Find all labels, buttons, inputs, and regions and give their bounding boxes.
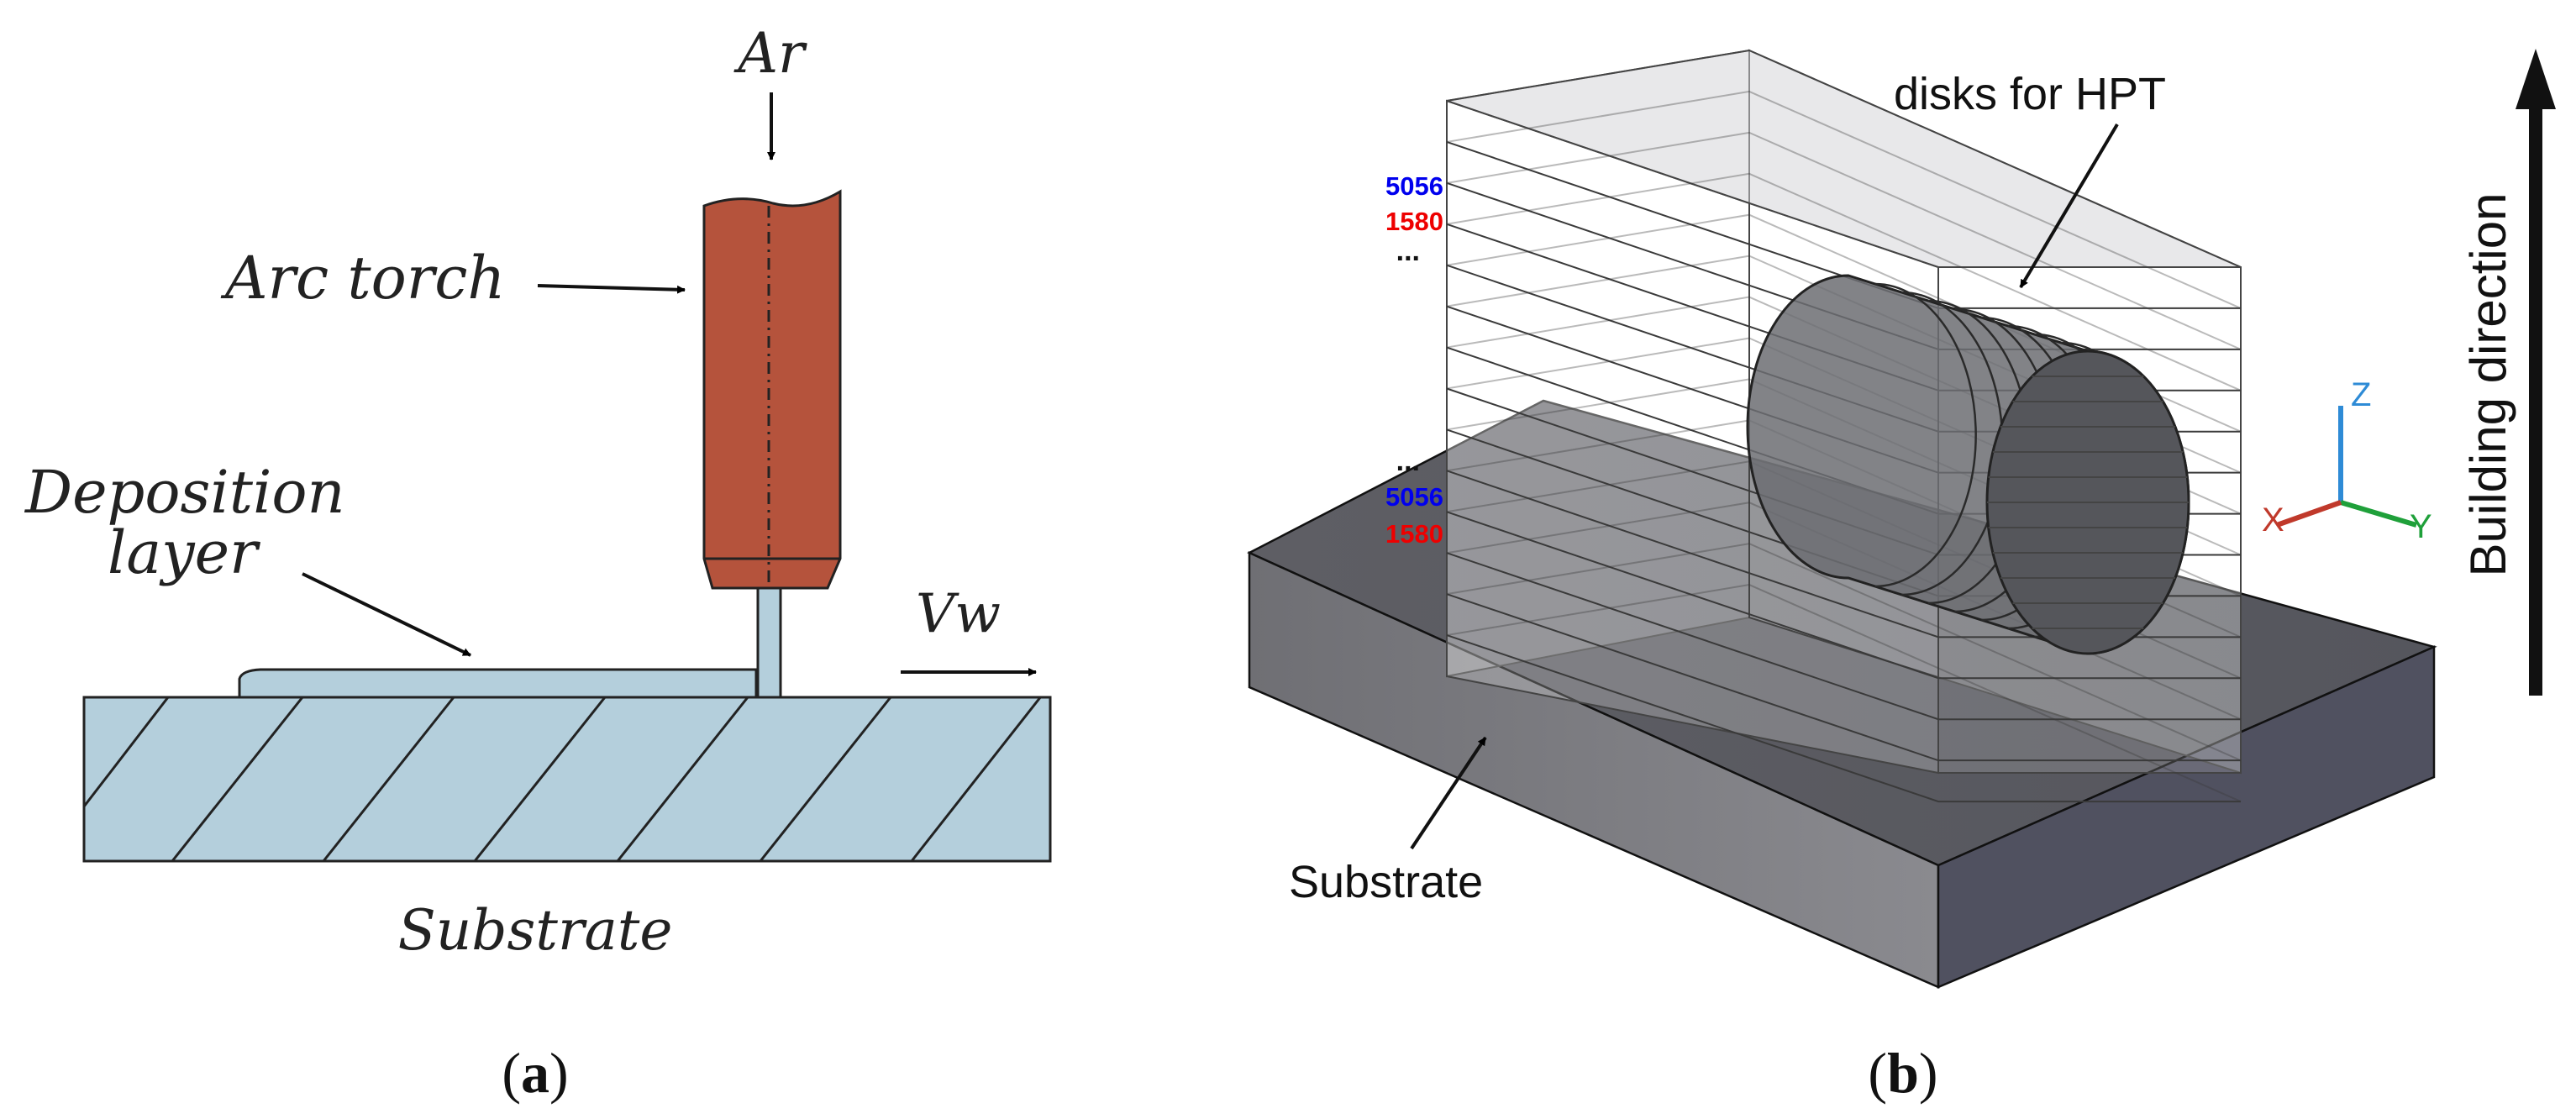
- layer-slice-line: [1446, 511, 2241, 680]
- arc-torch-label: Arc torch: [220, 244, 506, 313]
- building-direction: Building direction: [2460, 49, 2556, 696]
- panel-a: Ar Arc torch Deposition layer Vw Substra…: [24, 21, 1052, 1105]
- disks-for-hpt-label: disks for HPT: [1894, 69, 2166, 119]
- layer-slice-line-back: [1446, 90, 2242, 309]
- disks-arrow: [2019, 123, 2119, 289]
- layer-slice-line: [1446, 593, 2241, 762]
- substrate-arrow-b: [1410, 736, 1487, 850]
- axis-x-line: [2275, 500, 2342, 528]
- substrate-box-b: [1247, 399, 2437, 989]
- hpt-disk-cylinder: [1746, 274, 2190, 655]
- travel-speed-label: Vw: [916, 583, 1001, 645]
- argon-label: Ar: [733, 21, 807, 86]
- caption-a: (a): [502, 1041, 568, 1105]
- layer-label-1580-top: 1580: [1385, 207, 1443, 236]
- substrate-label-b: Substrate: [1289, 857, 1483, 907]
- substrate-label-a: Substrate: [398, 898, 673, 963]
- ellipsis-top: ...: [1396, 235, 1420, 267]
- substrate-block-a: [82, 696, 1052, 863]
- disk-separator-arc: [1874, 282, 1977, 588]
- building-direction-label: Building direction: [2460, 193, 2516, 577]
- ellipsis-bottom: ...: [1396, 445, 1420, 477]
- layer-slice-line: [1446, 634, 2241, 803]
- arc-torch-arrow: [537, 284, 686, 294]
- layer-label-5056-top: 5056: [1385, 171, 1443, 201]
- end-face-layer-lines: [1987, 376, 2189, 629]
- layer-label-5056-bottom: 5056: [1385, 482, 1443, 512]
- coordinate-axes: Z Y X: [2262, 376, 2432, 545]
- deposition-arrow: [302, 572, 471, 657]
- building-direction-arrowhead: [2516, 49, 2556, 109]
- panel-b: 5056 1580 ... ... 5056 1580 disks for HP…: [1247, 49, 2556, 1105]
- layer-slice-line-back: [1446, 543, 2242, 762]
- axis-y-line: [2340, 500, 2417, 528]
- deposition-label-line2: layer: [108, 518, 260, 587]
- axis-y-label: Y: [2410, 508, 2432, 545]
- layer-label-1580-bottom: 1580: [1385, 519, 1443, 549]
- substrate-right-face: [1937, 645, 2436, 989]
- arc-torch: [702, 189, 842, 590]
- deposition-layer-bead: [238, 668, 758, 699]
- filler-wire: [756, 586, 782, 699]
- layer-slice-line-back: [1446, 131, 2242, 350]
- layer-slice-line: [1446, 470, 2241, 638]
- caption-b: (b): [1868, 1041, 1937, 1105]
- axis-z-label: Z: [2351, 376, 2371, 413]
- layer-labels: 5056 1580 ... ... 5056 1580: [1385, 171, 1443, 549]
- layer-slice-line: [1446, 552, 2241, 721]
- axis-x-label: X: [2262, 502, 2284, 538]
- layer-slice-line-back: [1446, 584, 2242, 802]
- deposition-label-line1: Deposition: [24, 458, 345, 527]
- layer-slice-line-back: [1446, 172, 2242, 391]
- deposited-wall: [1446, 49, 2242, 803]
- substrate-hatching: [84, 697, 1043, 861]
